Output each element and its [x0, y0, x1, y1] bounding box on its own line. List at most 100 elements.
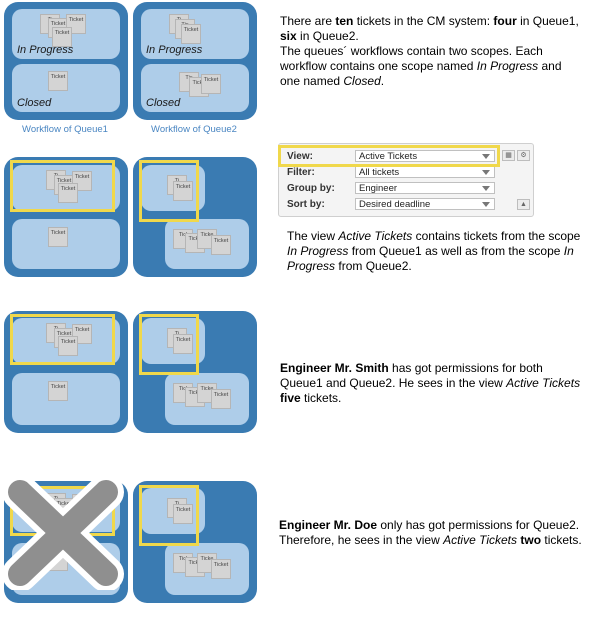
text: Engineer Mr. Smith — [280, 361, 389, 375]
text: two — [520, 533, 542, 547]
ticket: Ticket — [173, 504, 193, 524]
sort-by-select-value: Desired deadline — [359, 199, 431, 210]
ticket: Ticket — [181, 24, 201, 44]
scope-label: In Progress — [146, 44, 203, 56]
ticket: Ticket — [211, 559, 231, 579]
text: Active Tickets — [443, 533, 518, 547]
scope-closed: Ticket — [12, 373, 120, 425]
text: Engineer Mr. Doe — [279, 518, 378, 532]
view-select-value: Active Tickets — [359, 151, 418, 162]
scope-label: Closed — [17, 97, 52, 109]
highlight-view-select — [278, 145, 500, 167]
ticket: Ticket — [48, 227, 68, 247]
gear-icon[interactable]: ⚙ — [517, 150, 530, 161]
filter-select[interactable]: All tickets — [355, 166, 495, 178]
scope-label: In Progress — [17, 44, 74, 56]
text: from Queue1 as well as from the scope — [348, 244, 564, 258]
text: contains tickets from the scope — [412, 229, 581, 243]
description-smith: Engineer Mr. Smith has got permissions f… — [280, 361, 585, 406]
text: The view — [287, 229, 339, 243]
text: ten — [335, 14, 354, 28]
caption-queue2: Workflow of Queue2 — [151, 124, 237, 135]
text: Active Tickets — [506, 376, 581, 390]
text: In Progress — [287, 244, 574, 273]
ticket: Ticket — [58, 183, 78, 203]
queue2-workflow: Ti Tic Ticket In Progress Tic Ticke Tick… — [133, 2, 257, 120]
scope-closed: Ticl Ticke Ticke Ticket — [165, 543, 249, 595]
description-systems: There are ten tickets in the CM system: … — [280, 14, 580, 89]
ticket: Ticket — [211, 235, 231, 255]
scope-in-progress: Ti Ticket Ticket Ticket — [12, 165, 120, 211]
scope-closed: Ticl Ticke Ticke Ticket — [165, 373, 249, 425]
queue1-workflow: Ti Ticket Ticket Ticket Ticket — [4, 311, 128, 433]
text: There are — [280, 14, 336, 28]
text: in Queue2. — [296, 29, 359, 43]
scope-label: Closed — [146, 97, 181, 109]
text: . — [380, 74, 385, 88]
chevron-down-icon — [482, 154, 490, 159]
ticket: Ticket — [52, 27, 72, 47]
text: Closed — [343, 74, 381, 88]
view-settings-panel: View: Active Tickets Filter: All tickets… — [278, 143, 534, 217]
scope-in-progress: Ti Ticket — [141, 488, 205, 534]
highlight-in-progress — [10, 160, 115, 212]
queue2-workflow: Ti Ticket Ticl Ticke Ticke Ticket — [133, 481, 257, 603]
text: from Queue2. — [335, 259, 412, 273]
description-doe: Engineer Mr. Doe only has got permission… — [279, 518, 584, 548]
view-label: View: — [287, 151, 313, 162]
scope-closed: Ticl Ticke Ticke Ticket — [165, 219, 249, 269]
text: has got permissions for both Queue1 and … — [280, 361, 543, 390]
ticket: Ticket — [211, 389, 231, 409]
text: only has got permissions for Queue2. The… — [279, 518, 580, 547]
view-select[interactable]: Active Tickets — [355, 150, 495, 162]
scope-in-progress: Ti Ticket Ticket Ticket — [12, 318, 120, 364]
queue1-workflow: Ti Ticket Ticket Ticket Ticket — [4, 157, 128, 277]
chevron-down-icon — [482, 202, 490, 207]
text: tickets. — [541, 533, 582, 547]
chevron-down-icon — [482, 170, 490, 175]
ticket: Ticket — [201, 74, 221, 94]
filter-select-value: All tickets — [359, 167, 400, 178]
queue2-workflow: Ti Ticket Ticl Ticke Ticke Ticket — [133, 157, 257, 277]
text: tickets. — [300, 391, 342, 405]
sort-by-select[interactable]: Desired deadline — [355, 198, 495, 210]
text: The queues´ workflows contain two scopes… — [280, 44, 543, 73]
highlight-in-progress — [139, 485, 199, 546]
group-by-select[interactable]: Engineer — [355, 182, 495, 194]
grid-icon[interactable]: ▦ — [502, 150, 515, 161]
cross-out-icon — [2, 478, 124, 590]
description-view: The view Active Tickets contains tickets… — [287, 229, 587, 274]
text: and one named — [280, 59, 562, 88]
text: five — [280, 391, 301, 405]
text: In Progress — [476, 59, 539, 73]
text: six — [280, 29, 297, 43]
group-by-label: Group by: — [287, 183, 335, 194]
ticket: Ticket — [48, 71, 68, 91]
scope-closed: Ticket — [12, 219, 120, 269]
ticket: Ticket — [48, 381, 68, 401]
text: tickets in the CM system: — [353, 14, 494, 28]
chevron-down-icon — [482, 186, 490, 191]
text: in Queue1, — [516, 14, 579, 28]
highlight-in-progress — [10, 314, 115, 365]
filter-label: Filter: — [287, 167, 315, 178]
scope-closed: Ticket Closed — [12, 64, 120, 112]
scope-in-progress: Ti Tic Ticket In Progress — [141, 9, 249, 59]
scope-in-progress: Ti Ticket — [141, 318, 205, 364]
highlight-in-progress — [139, 314, 199, 375]
scope-in-progress: Ti Ticket Ticket Ticket In Progress — [12, 9, 120, 59]
sort-by-label: Sort by: — [287, 199, 325, 210]
scope-closed: Tic Ticke Ticket Closed — [141, 64, 249, 112]
caption-queue1: Workflow of Queue1 — [22, 124, 108, 135]
queue1-workflow: Ti Ticket Ticket Ticket In Progress Tick… — [4, 2, 128, 120]
scope-in-progress: Ti Ticket — [141, 165, 205, 211]
collapse-icon[interactable]: ▲ — [517, 199, 530, 210]
group-by-select-value: Engineer — [359, 183, 398, 194]
text: In Progress — [287, 244, 349, 258]
ticket: Ticket — [173, 181, 193, 201]
ticket: Ticket — [173, 334, 193, 354]
text: Active Tickets — [338, 229, 413, 243]
ticket: Ticket — [58, 336, 78, 356]
text: four — [493, 14, 517, 28]
highlight-in-progress — [139, 160, 199, 222]
